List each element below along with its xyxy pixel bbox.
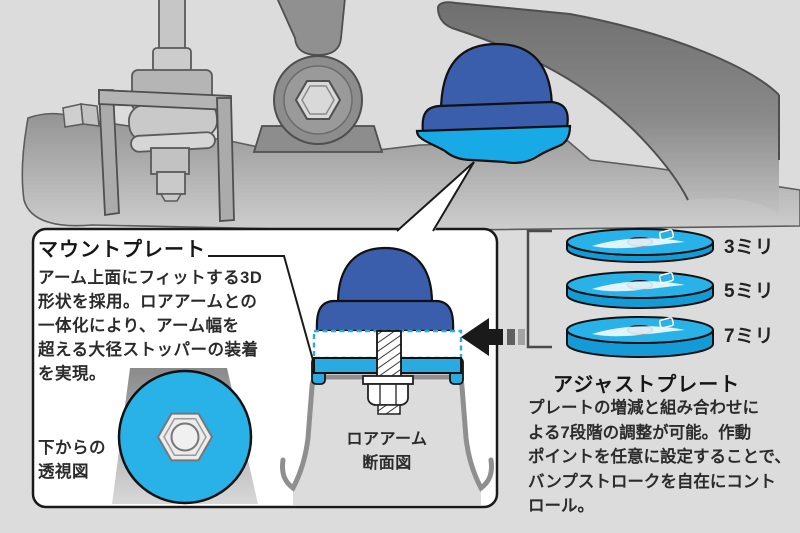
stamp-mark-icon — [658, 229, 675, 241]
adjust-plate-description-line: バンプストロークを自在にコント — [528, 472, 776, 491]
logo-swoosh-icon — [592, 238, 685, 249]
bottom-perspective-view — [112, 368, 258, 505]
hex-nut-icon — [156, 412, 214, 462]
mount-plate-description-line: を実現。 — [38, 365, 106, 383]
adjust-plate-description-line: よる7段階の調整が可能。作動 — [528, 423, 752, 442]
adjust-plate-description-line: ロール。 — [528, 497, 594, 515]
mount-plate-description-line: アーム上面にフィットする3D — [38, 269, 263, 287]
stud-bolt-icon — [362, 330, 414, 415]
adjust-plate-disc-7mm — [566, 316, 714, 358]
stamp-mark-icon — [658, 272, 675, 284]
adjust-plate-title: アジャストプレート — [553, 374, 741, 396]
bottom-view-caption-line: 透視図 — [38, 463, 89, 481]
cross-section-caption-line: 断面図 — [362, 455, 412, 472]
adjust-plate-description-line: プレートの増減と組み合わせに — [528, 399, 759, 417]
mount-plate-title: マウントプレート — [38, 239, 206, 261]
left-arrow-icon — [461, 318, 525, 356]
ball-joint-illustration — [252, 0, 384, 153]
callout-wedge — [396, 161, 475, 232]
adjust-plate-description-line: ポイントを任意に設定することで、 — [528, 448, 791, 466]
hex-bolt-icon — [294, 80, 342, 120]
suspension-assembly-illustration — [62, 0, 235, 222]
arm-cross-section — [293, 377, 481, 505]
adjust-plate-disc-5mm — [566, 271, 714, 309]
plate-thickness-label: 3ミリ — [724, 237, 775, 258]
cross-section-diagram — [280, 246, 494, 505]
plates-bracket — [526, 229, 552, 349]
bottom-view-caption-line: 下からの — [38, 439, 106, 457]
adjust-plate-disc-3mm — [566, 228, 714, 263]
mount-plate-description-line: 形状を採用。ロアアームとの — [38, 293, 258, 311]
cross-section-caption-line: ロアアーム — [346, 431, 428, 448]
stamp-mark-icon — [658, 317, 675, 329]
plate-thickness-label: 5ミリ — [724, 281, 775, 302]
bump-stop-illustration — [415, 42, 572, 164]
chassis-rail-illustration — [437, 1, 780, 215]
mount-plate-description-line: 超える大径ストッパーの装着 — [38, 341, 259, 359]
logo-swoosh-icon — [592, 326, 685, 337]
logo-swoosh-icon — [592, 281, 685, 292]
mount-plate-description-line: 一体化により、アーム幅を — [38, 317, 240, 335]
plate-thickness-label: 7ミリ — [724, 326, 775, 347]
